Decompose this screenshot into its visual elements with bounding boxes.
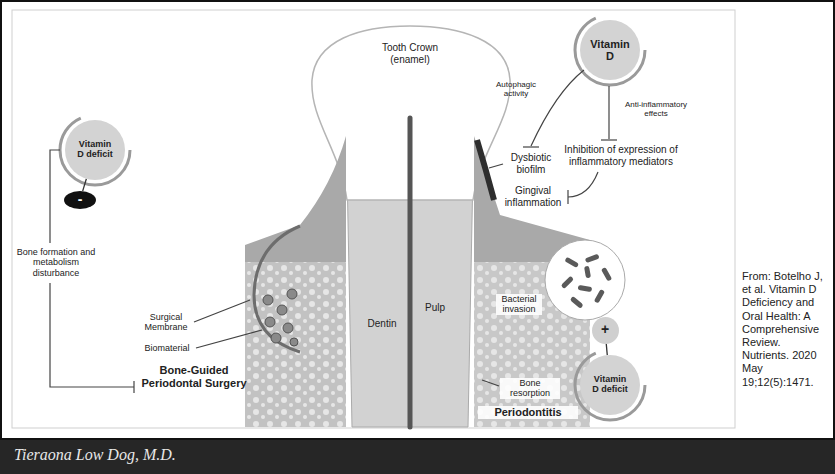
node-text: Vitamin D deficit [75,140,115,160]
leader-line [194,300,250,322]
bacteria-cluster [545,240,625,320]
effect-label: Inhibition of expression of inflammatory… [556,144,686,167]
node-text: - [70,192,90,207]
pulp-canal [408,118,413,427]
inhibition-bar [523,146,539,147]
granule [271,333,281,343]
node-text: Vitamin D [588,38,632,62]
minus-oval: - [64,191,96,209]
bacterium [594,289,605,304]
bacterium [561,276,574,289]
inhibition-line [531,70,584,146]
granule [263,295,273,305]
part-label: Dysbiotic biofilm [506,152,556,175]
part-label: Pulp [420,302,450,314]
bacterium [564,257,579,268]
biofilm [477,140,494,200]
bacteria [561,254,613,309]
node-text: + [597,322,613,337]
author-signature: Tieraona Low Dog, M.D. [14,446,176,464]
figure-panel [12,10,735,428]
inhibition-line [568,172,598,197]
connector [83,179,87,191]
leader-line [482,380,499,386]
bracket-line [50,150,60,243]
bacterium [570,296,584,309]
part-label: Bone resorption [500,378,560,399]
surgical-membrane [254,226,300,352]
connector [606,343,607,355]
part-label: Gingival inflammation [502,185,564,208]
inhibition-bar [567,190,568,204]
bacterium [578,285,593,292]
granule [265,317,275,327]
pathway-label: Autophagic activity [488,80,544,98]
bone-texture [245,255,346,427]
part-label: Tooth Crown (enamel) [370,42,450,65]
bone-left [245,255,346,427]
bracket-line [50,283,134,387]
granule [290,338,298,346]
part-label: Dentin [360,318,404,330]
pathway-label: Anti-inflammatory effects [618,100,694,118]
circle-ring [575,15,645,85]
leader-line [489,164,503,168]
granule [287,289,297,299]
bacterium [584,266,591,279]
inhibition-bar [601,139,617,140]
leader-line [196,330,262,348]
bacterium [601,267,612,282]
inhibition-line [608,86,609,139]
bacterium [585,254,600,263]
circle-ring [575,350,645,420]
part-label: Surgical Membrane [140,312,192,333]
vitamin-circle: Vitamin D [580,20,640,80]
citation-caption: From: Botelho J, et al. Vitamin D Defici… [742,270,828,389]
effect-label: Bone formation and metabolism disturbanc… [12,247,100,278]
plus-circle: + [592,317,619,344]
gum-left [245,136,346,262]
granule [283,323,293,333]
bracket-tick [133,381,134,393]
granule [277,305,287,315]
part-label: Biomaterial [140,343,194,353]
circle-ring [60,115,130,185]
section-title: Bone-Guided Periodontal Surgery [138,364,250,389]
inhibition-lines [50,70,617,393]
part-label: Bacterial invasion [496,294,542,315]
deficit-circle: Vitamin D deficit [580,355,640,415]
deficit-circle: Vitamin D deficit [65,120,125,180]
biomaterial-granules [263,289,298,346]
section-title: Periodontitis [478,406,578,419]
node-text: Vitamin D deficit [590,375,630,395]
